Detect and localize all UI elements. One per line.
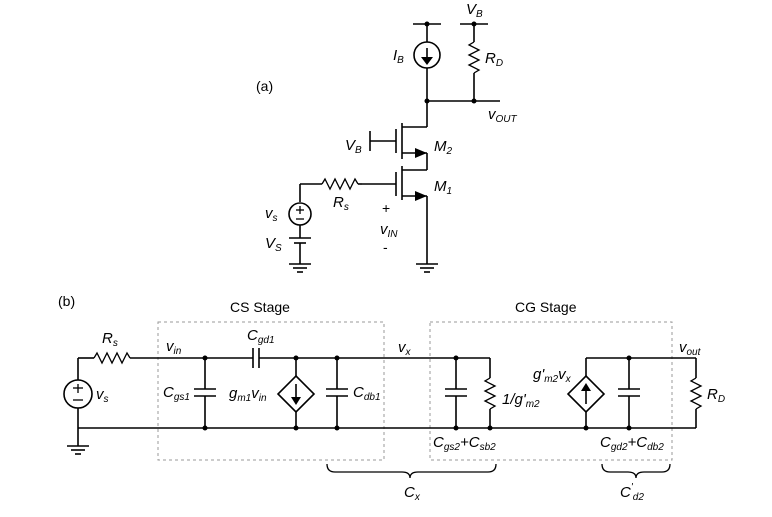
ground-icon — [416, 263, 438, 273]
gm1vin-label: gm1vin — [229, 385, 267, 404]
cgs1-label: Cgs1 — [163, 384, 190, 403]
cx-label: Cx — [404, 484, 421, 503]
gm2vx-label: g'm2vx — [533, 366, 572, 385]
m1-label: M1 — [434, 178, 452, 197]
capacitor-cgs1: Cgs1 — [163, 358, 216, 428]
dependent-source-gm2: g'm2vx — [533, 358, 606, 428]
voltage-source-vs-b: vs — [63, 358, 109, 428]
cgd2-cdb2-label: Cgd2+Cdb2 — [600, 434, 664, 453]
vb-gate-label: VB — [345, 137, 362, 156]
vout-label-a: vOUT — [488, 106, 518, 125]
label-a: (a) — [256, 78, 273, 94]
vout-label-b: vout — [679, 339, 702, 358]
cs-stage-box — [157, 321, 385, 461]
capacitor-cdb1: Cdb1 — [326, 358, 381, 428]
cgs2-csb2-label: Cgs2+Csb2 — [433, 434, 496, 453]
vx-label: vx — [398, 339, 412, 358]
ground-icon — [67, 445, 89, 455]
label-b: (b) — [58, 293, 75, 309]
vs-ac-label: vs — [265, 205, 278, 224]
resistor-rd-b: RD — [689, 358, 725, 428]
rs-label-a: Rs — [333, 194, 349, 213]
cg-stage-label: CG Stage — [515, 299, 577, 315]
resistor-rs-a: Rs — [300, 177, 362, 213]
schematic-b: (b) CS Stage CG Stage vs — [58, 293, 725, 503]
vs-dc-label: VS — [265, 235, 282, 254]
vin-label-b: vin — [166, 338, 182, 357]
cg-stage-box — [429, 321, 673, 461]
rd-label-a: RD — [485, 50, 503, 69]
vs-label-b: vs — [96, 386, 109, 405]
schematic-a: (a) VB IB RD vOUT — [256, 1, 518, 273]
brace-cd2 — [601, 463, 671, 479]
m2-label: M2 — [434, 138, 453, 157]
capacitor-cgd2 — [618, 358, 640, 428]
capacitor-cgd1: Cgd1 — [247, 327, 275, 368]
resistor-gm2: 1/g'm2 — [483, 358, 540, 428]
cd2-label: C'd2 — [620, 482, 644, 503]
ground-icon — [289, 263, 311, 273]
dependent-source-gm1: gm1vin — [229, 358, 316, 428]
ib-label: IB — [393, 47, 404, 66]
resistor-rd: RD — [467, 24, 503, 101]
current-source-ib: IB — [393, 24, 441, 101]
gm2-resistor-label: 1/g'm2 — [502, 391, 540, 410]
rd-label-b: RD — [707, 386, 725, 405]
vin-plus: + — [382, 200, 390, 216]
capacitor-cgs2 — [445, 358, 467, 428]
vb-top-label: VB — [466, 1, 483, 20]
vin-minus: - — [383, 239, 388, 255]
cdb1-label: Cdb1 — [353, 384, 381, 403]
transistor-m1: M1 — [362, 166, 452, 264]
voltage-source-vs: vs VS — [265, 184, 312, 264]
brace-cx — [326, 463, 497, 479]
rs-label-b: Rs — [102, 330, 118, 349]
cgd1-label: Cgd1 — [247, 327, 275, 346]
vin-label-a: vIN — [380, 221, 398, 240]
cs-stage-label: CS Stage — [230, 299, 290, 315]
transistor-m2: VB M2 — [345, 101, 453, 170]
